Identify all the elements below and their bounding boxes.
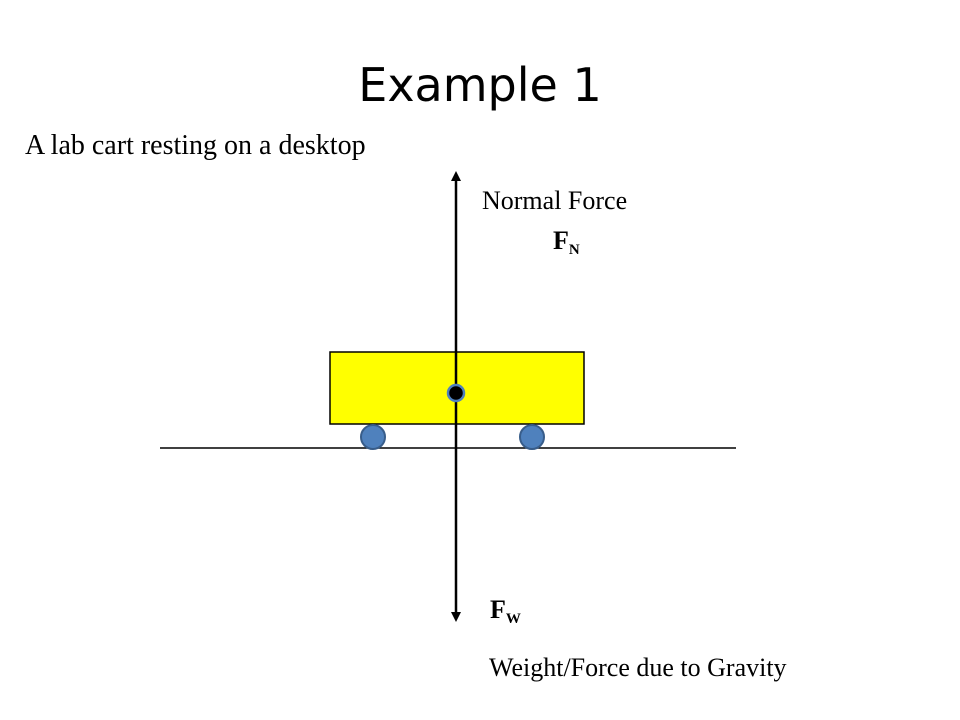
normal-force-symbol-subscript: N (568, 242, 580, 258)
weight-force-symbol-base: F (490, 595, 506, 624)
slide-subtitle: A lab cart resting on a desktop (25, 130, 366, 161)
center-of-mass-dot (446, 383, 466, 403)
normal-force-symbol: FN (553, 226, 580, 259)
cart-wheel-left (360, 424, 386, 450)
weight-force-symbol: FW (490, 595, 521, 628)
normal-force-symbol-base: F (553, 226, 569, 255)
weight-force-label: Weight/Force due to Gravity (489, 653, 787, 682)
weight-force-symbol-subscript: W (505, 611, 521, 627)
normal-force-label: Normal Force (482, 186, 628, 215)
slide-title: Example 1 (358, 58, 602, 112)
cart-wheel-right (519, 424, 545, 450)
